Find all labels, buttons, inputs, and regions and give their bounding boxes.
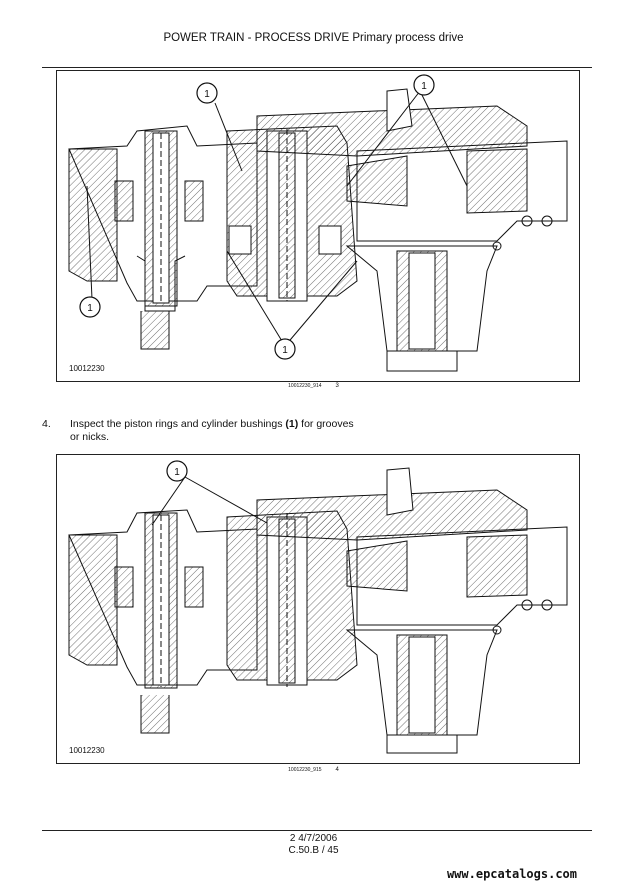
callout-1-label: 1 (87, 303, 93, 314)
callout-1-label: 1 (174, 467, 180, 478)
gearbox-drawing-2: 1 (68, 460, 568, 754)
figure-2: 1 10012230 (56, 454, 580, 764)
figure-id: 10012230 (69, 746, 105, 755)
figure-1: 1 1 1 1 10012230 (56, 70, 580, 382)
figure-ref-number: 3 (335, 383, 339, 389)
gearbox-drawing-1: 1 1 1 1 (68, 74, 568, 372)
page-header-title: POWER TRAIN - PROCESS DRIVE Primary proc… (163, 32, 464, 44)
figure-id: 10012230 (69, 364, 105, 373)
callout-1-label: 1 (421, 81, 427, 92)
step-text: Inspect the piston rings and cylinder bu… (70, 418, 354, 443)
figure-ref-code: 10012230_914 (288, 383, 322, 389)
figure-ref-code: 10012230_915 (288, 767, 322, 773)
step-number: 4. (42, 418, 51, 430)
header-rule (42, 67, 592, 68)
figure-1-reference: 10012230_914 3 (0, 383, 627, 389)
callout-reference: (1) (285, 418, 299, 430)
watermark-text: www.epcatalogs.com (446, 867, 577, 881)
footer-page-number: C.50.B / 45 (288, 845, 339, 856)
callout-1-label: 1 (204, 89, 210, 100)
callout-1-label: 1 (282, 345, 288, 356)
footer-rule (42, 830, 592, 831)
figure-ref-number: 4 (335, 767, 339, 773)
figure-2-reference: 10012230_915 4 (0, 767, 627, 773)
footer-date: 2 4/7/2006 (289, 833, 338, 844)
